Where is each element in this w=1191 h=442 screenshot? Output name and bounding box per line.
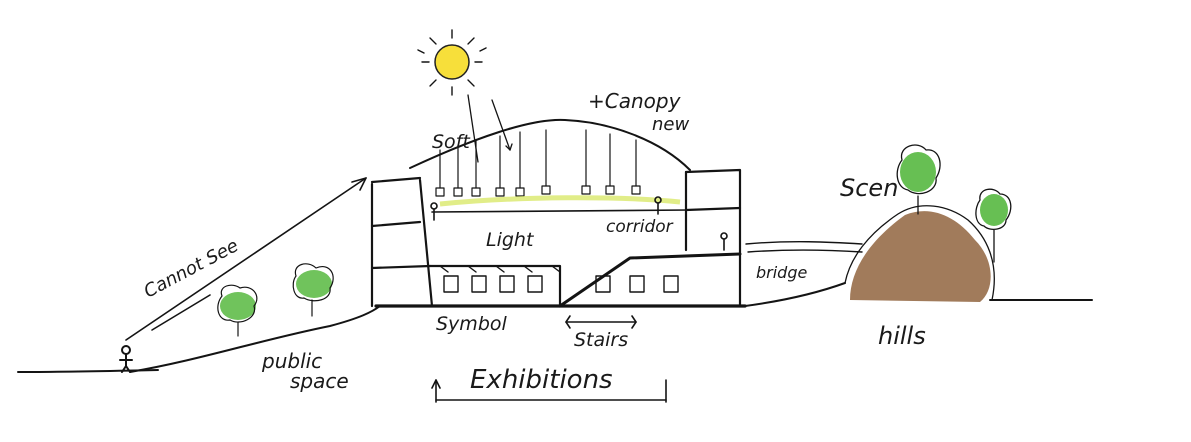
building-section [370,168,747,308]
cannot-see-label: Cannot See [140,235,241,302]
light-label: Light [486,229,535,251]
canopy-roof [409,118,691,171]
public-space-label-line2: space [290,369,349,393]
sun-rays [467,94,513,163]
tree-icon [292,263,334,317]
tree-icon [975,188,1012,263]
person-icon [430,196,728,251]
public-space-label-line1: public [261,349,322,373]
person-icon [119,345,133,373]
stairs-label: Stairs [574,329,628,351]
sun-icon [417,29,487,96]
light-pendants [435,129,641,197]
sightline-arrows [125,177,367,341]
hills-label: hills [878,322,926,350]
symbol-label: Symbol [436,313,507,335]
bridge-label: bridge [756,263,807,282]
soft-label: Soft [432,131,471,153]
hill [850,211,991,302]
tree-icon [896,144,941,215]
canopy-label: +Canopy [588,89,682,113]
bridge [745,241,863,253]
new-label: new [652,114,689,135]
dimension-arrows [431,315,667,403]
hill-outline [844,205,995,301]
light-highlight [439,195,681,207]
exhibition-frames [439,265,679,293]
corridor-label: corridor [606,217,674,237]
scene-label: Scen [840,174,898,202]
tree-icon [217,284,258,337]
exhibitions-label: Exhibitions [470,365,613,395]
